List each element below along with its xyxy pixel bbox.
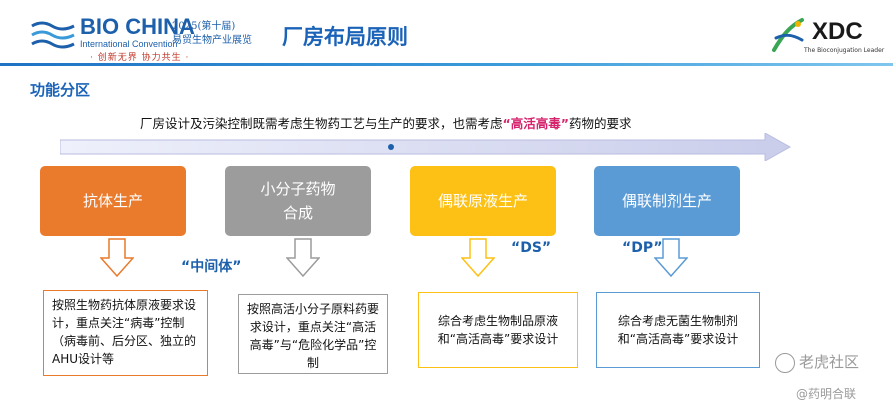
xdc-tagline: The Bioconjugation Leader [804, 47, 885, 54]
stage-tag-ds: “DS” [511, 240, 552, 256]
timeline-dot [388, 144, 394, 150]
stage-box-small-molecule: 小分子药物 合成 [225, 166, 371, 236]
stage-box-conjugate-ds: 偶联原液生产 [410, 166, 556, 236]
stage-box-antibody: 抗体生产 [40, 166, 186, 236]
stage-description-conjugate-dp: 综合考虑无菌生物制剂和“高活高毒”要求设计 [596, 292, 760, 368]
logo-slogan: · 创新无界 协力共生 · [90, 53, 190, 63]
stage-tag-intermediate: “中间体” [181, 259, 242, 275]
stage-tag-dp: “DP” [622, 240, 663, 256]
logo-main-text: BIO CHINA [80, 14, 195, 39]
stage-description-small-molecule: 按照高活小分子原料药要求设计，重点关注“高活高毒”与“危险化学品”控制 [238, 294, 388, 374]
header-divider [0, 63, 893, 66]
xdc-logo: XDC The Bioconjugation Leader [768, 16, 884, 60]
down-arrow-icon [100, 238, 134, 278]
xdc-brand-name: XDC [812, 18, 863, 45]
watermark-community-text: 老虎社区 [799, 353, 860, 371]
intro-text-before: 厂房设计及污染控制既需考虑生物药工艺与生产的要求，也需考虑 [140, 116, 503, 131]
section-title: 功能分区 [30, 81, 91, 99]
page-title: 厂房布局原则 [282, 25, 408, 49]
intro-text: 厂房设计及污染控制既需考虑生物药工艺与生产的要求，也需考虑“高活高毒”药物的要求 [140, 113, 631, 132]
logo-year-text: 2025(第十届) [172, 21, 236, 32]
down-arrow-icon [461, 238, 495, 278]
down-arrow-icon [654, 238, 688, 278]
tiger-icon [775, 352, 795, 373]
intro-text-after: 药物的要求 [568, 116, 632, 131]
process-timeline-arrow [60, 133, 792, 161]
logo-sub-text: International Convention [80, 39, 178, 49]
bio-china-emblem-icon [31, 21, 75, 49]
watermark-source: @药明合联 [796, 387, 857, 401]
logo-event-text: 易贸生物产业展览 [172, 35, 252, 46]
xdc-emblem-icon [772, 18, 804, 52]
stage-description-conjugate-ds: 综合考虑生物制品原液和“高活高毒”要求设计 [418, 292, 578, 368]
intro-highlight: “高活高毒” [502, 116, 569, 131]
bio-china-logo: BIO CHINA International Convention 2025(… [30, 14, 270, 63]
watermark-community: 老虎社区 [775, 351, 859, 373]
stage-box-conjugate-dp: 偶联制剂生产 [594, 166, 740, 236]
stage-description-antibody: 按照生物药抗体原液要求设计，重点关注“病毒”控制（病毒前、后分区、独立的AHU设… [43, 290, 208, 376]
down-arrow-icon [286, 238, 320, 278]
